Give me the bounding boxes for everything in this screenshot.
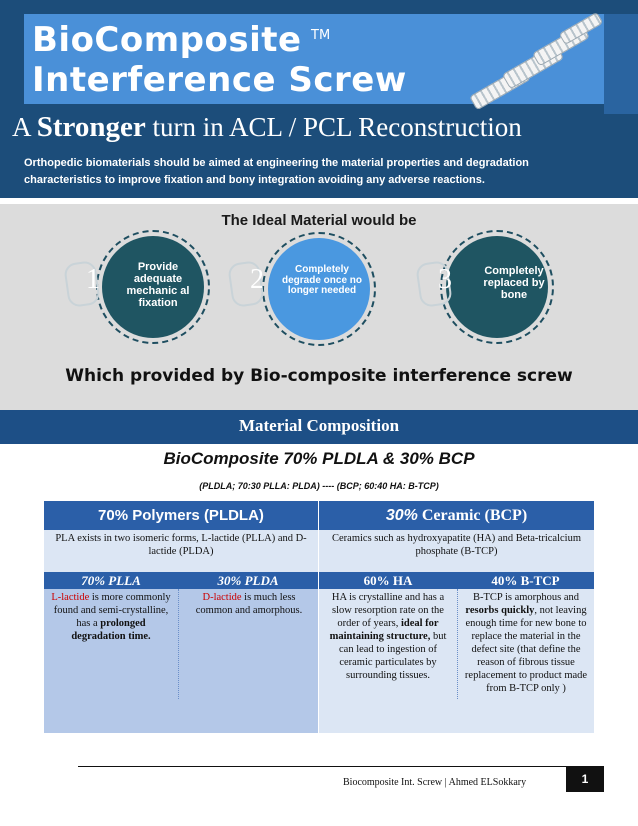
- subtitle: A Stronger turn in ACL / PCL Reconstruct…: [12, 111, 632, 144]
- footer-line: [78, 766, 568, 767]
- ceramic-header: 30% Ceramic (BCP): [319, 501, 594, 530]
- plla-cell: L-lactide is more commonly found and sem…: [48, 591, 174, 643]
- plda-text: is much less common and amorphous.: [195, 592, 303, 616]
- column-divider: [178, 589, 179, 699]
- footer-text: Biocomposite Int. Screw | Ahmed ELSokkar…: [343, 777, 527, 788]
- intro-text: Orthopedic biomaterials should be aimed …: [24, 157, 529, 186]
- ha-text1: HA is crystalline and has a slow resorpt…: [331, 592, 445, 629]
- circle-2: [268, 238, 370, 340]
- plla-bold: prolonged degradation time.: [71, 618, 151, 642]
- btcp-cell: B-TCP is amorphous and resorbs quickly, …: [461, 591, 591, 695]
- plda-cell: D-lactide is much less common and amorph…: [184, 591, 314, 617]
- subheader-plla: 70% PLLA: [44, 572, 178, 589]
- circle-1: [102, 236, 204, 338]
- ring-3: [440, 230, 554, 344]
- ceramic-header-pct: 30%: [385, 507, 418, 524]
- divider: [0, 198, 638, 204]
- composition-section-title: Material Composition: [238, 416, 400, 435]
- trademark: TM: [311, 28, 331, 43]
- title-line-2: Interference Screw: [32, 60, 407, 100]
- subtitle-a: A: [12, 112, 31, 142]
- ceramic-description: Ceramics such as hydroxyapatite (HA) and…: [319, 530, 594, 574]
- ideal-title: The Ideal Material would be: [221, 212, 417, 229]
- ha-text2: but can lead to ingestion of ceramic par…: [339, 631, 447, 681]
- ceramic-body: [319, 589, 594, 733]
- composition-table: 70% Polymers (PLDLA) 30% Ceramic (BCP) P…: [44, 501, 594, 733]
- ha-cell: HA is crystalline and has a slow resorpt…: [323, 591, 453, 682]
- btcp-bold: resorbs quickly: [465, 605, 535, 616]
- ceramic-description-text: Ceramics such as hydroxyapatite (HA) and…: [332, 533, 581, 557]
- polymers-header: 70% Polymers (PLDLA): [44, 501, 318, 530]
- item-number-3: 3: [438, 264, 452, 295]
- page-number: 1: [566, 766, 604, 792]
- ring-2: [262, 232, 376, 346]
- header-accent: [604, 14, 638, 114]
- polymers-description-text: PLA exists in two isomeric forms, L-lact…: [55, 533, 307, 557]
- btcp-text1: B-TCP is amorphous and: [472, 592, 580, 603]
- item-number-1: 1: [86, 264, 100, 295]
- ceramic-header-rest: Ceramic (BCP): [421, 507, 528, 524]
- plla-text: is more commonly found and semi-crystall…: [53, 592, 171, 629]
- column-divider: [457, 589, 458, 699]
- polymers-description: PLA exists in two isomeric forms, L-lact…: [44, 530, 318, 574]
- subheader-ha: 60% HA: [319, 572, 457, 589]
- item-text-1: Provide adequate mechanic al fixation: [126, 261, 190, 309]
- composition-subtitle: (PLDLA; 70:30 PLLA: PLDA) ---- (BCP; 60:…: [199, 481, 439, 491]
- circle-3: [446, 236, 548, 338]
- subheader-plda: 30% PLDA: [178, 572, 318, 589]
- btcp-text2: , not leaving enough time for new bone t…: [464, 605, 588, 694]
- conclusion-text: Which provided by Bio-composite interfer…: [65, 366, 573, 386]
- item-text-3: Completely replaced by bone: [483, 265, 545, 301]
- subtitle-rest: turn in ACL / PCL Reconstruction: [152, 112, 522, 142]
- composition-title: BioComposite 70% PLDLA & 30% BCP: [163, 449, 475, 468]
- polymers-body: [44, 589, 318, 733]
- ha-bold: ideal for maintaining structure,: [329, 618, 439, 642]
- title-box: BioComposite TM Interference Screw: [24, 11, 604, 111]
- title-line-1: BioComposite: [32, 20, 302, 60]
- composition-bar: [0, 410, 638, 444]
- item-text-2: Completely degrade once no longer needed: [282, 264, 363, 296]
- item-number-2: 2: [250, 264, 264, 295]
- ring-1: [96, 230, 210, 344]
- plda-red: D-lactide: [202, 592, 242, 603]
- plla-red: L-lactide: [51, 592, 90, 603]
- subheader-btcp: 40% B-TCP: [457, 572, 594, 589]
- subtitle-strong: Stronger: [36, 111, 146, 143]
